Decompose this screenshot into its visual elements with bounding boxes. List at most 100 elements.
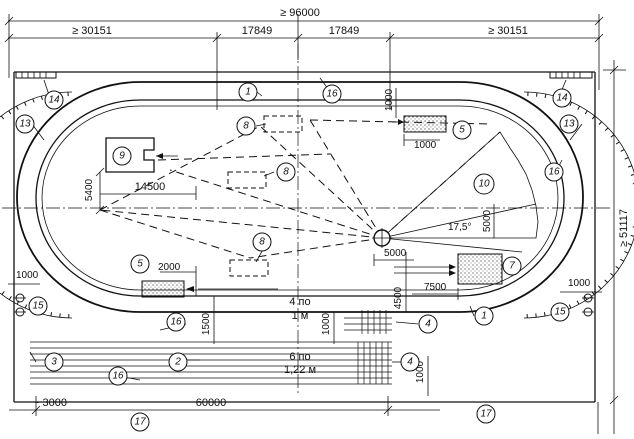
dim-7500: 7500 bbox=[424, 282, 447, 293]
stand-tick bbox=[624, 157, 629, 160]
stand-tick bbox=[24, 304, 28, 309]
callout-14-right: 14 bbox=[552, 88, 572, 108]
svg-text:8: 8 bbox=[283, 167, 289, 178]
stand-tick bbox=[8, 110, 12, 115]
svg-text:17: 17 bbox=[480, 409, 492, 420]
callout-13-right: 13 bbox=[559, 114, 579, 134]
stand-tick bbox=[544, 93, 547, 99]
stand-tick bbox=[632, 226, 634, 228]
stand-tick bbox=[50, 312, 53, 317]
stand-tick bbox=[598, 285, 602, 290]
stand-tick bbox=[568, 304, 572, 309]
callout-9: 9 bbox=[112, 146, 132, 166]
svg-text:8: 8 bbox=[259, 237, 265, 248]
stand-tick bbox=[15, 105, 19, 110]
stand-tick bbox=[577, 105, 581, 110]
stand-tick bbox=[624, 251, 629, 254]
stands-outline bbox=[0, 71, 634, 319]
right-height-dimension: ≥ 51117 bbox=[603, 60, 630, 434]
callout-1-top: 1 bbox=[238, 82, 258, 102]
svg-text:9: 9 bbox=[119, 151, 125, 162]
stand-tick bbox=[615, 141, 620, 145]
dim-overall-height: ≥ 51117 bbox=[618, 209, 630, 247]
svg-text:13: 13 bbox=[19, 119, 31, 130]
svg-text:15: 15 bbox=[554, 307, 566, 318]
running-track bbox=[16, 81, 584, 313]
stand-tick bbox=[23, 101, 27, 106]
dim-5000-horizontal: 5000 bbox=[384, 248, 407, 259]
stand-tick bbox=[615, 266, 620, 270]
callout-16-bottom: 16 bbox=[166, 312, 186, 332]
callout-15-right: 15 bbox=[550, 302, 570, 322]
light-masts bbox=[14, 293, 594, 317]
dim-2000: 2000 bbox=[158, 262, 181, 273]
dim-left-segment: ≥ 30151 bbox=[72, 25, 112, 37]
callout-17-right: 17 bbox=[476, 404, 496, 424]
callout-8-top: 8 bbox=[236, 116, 256, 136]
dim-right-segment: ≥ 30151 bbox=[488, 25, 528, 37]
callout-16-top: 16 bbox=[322, 84, 342, 104]
stand-tick bbox=[0, 115, 5, 120]
svg-text:4: 4 bbox=[407, 357, 413, 368]
track-lanes-line2: 1 м bbox=[292, 310, 309, 322]
callout-3: 3 bbox=[44, 352, 64, 372]
callout-17-left: 17 bbox=[130, 412, 150, 432]
callout-5-right: 5 bbox=[452, 120, 472, 140]
infield-facilities bbox=[99, 115, 539, 298]
callout-2: 2 bbox=[168, 352, 188, 372]
stand-tick bbox=[1, 291, 5, 295]
callout-15-left: 15 bbox=[28, 296, 48, 316]
callout-8-low: 8 bbox=[252, 232, 272, 252]
stand-tick bbox=[598, 121, 603, 125]
top-dimension-chain: ≥ 96000 ≥ 30151 17849 17849 ≥ 30151 bbox=[4, 7, 604, 110]
svg-text:5: 5 bbox=[459, 125, 465, 136]
dim-4500: 4500 bbox=[393, 286, 404, 309]
callout-14-left: 14 bbox=[44, 90, 64, 110]
stand-tick bbox=[627, 165, 633, 168]
dim-1000-mid: 1000 bbox=[321, 312, 332, 335]
stand-tick bbox=[620, 258, 625, 262]
svg-text:10: 10 bbox=[478, 179, 490, 190]
stand-tick bbox=[569, 101, 573, 106]
svg-text:8: 8 bbox=[243, 121, 249, 132]
dim-14500: 14500 bbox=[135, 181, 166, 193]
dim-left-1000: 1000 bbox=[16, 270, 39, 281]
stand-tick bbox=[627, 243, 632, 246]
callout-5-left: 5 bbox=[130, 254, 150, 274]
dim-bottom-60000: 60000 bbox=[196, 397, 227, 409]
sprint-lanes-line2: 1,22 м bbox=[284, 364, 316, 376]
svg-text:17: 17 bbox=[134, 417, 146, 428]
svg-text:1: 1 bbox=[245, 87, 251, 98]
stand-tick bbox=[584, 110, 588, 115]
callout-4-lower: 4 bbox=[400, 352, 420, 372]
stand-tick bbox=[630, 173, 634, 176]
callout-7: 7 bbox=[502, 256, 522, 276]
stand-tick bbox=[610, 272, 614, 277]
svg-text:1: 1 bbox=[481, 311, 487, 322]
svg-text:14: 14 bbox=[556, 93, 568, 104]
dim-overall-width: ≥ 96000 bbox=[280, 7, 320, 19]
stand-tick bbox=[40, 95, 43, 101]
dim-far-right-1000: 1000 bbox=[568, 278, 591, 289]
dim-top-1000: 1000 bbox=[384, 88, 395, 111]
callout-16-right: 16 bbox=[544, 162, 564, 182]
svg-text:13: 13 bbox=[563, 119, 575, 130]
callout-8-mid: 8 bbox=[276, 162, 296, 182]
svg-text:16: 16 bbox=[170, 317, 182, 328]
svg-text:3: 3 bbox=[51, 357, 57, 368]
dim-bottom-3000: ~ 3000 bbox=[33, 397, 67, 409]
sprint-lanes-line1: 6 по bbox=[289, 351, 310, 363]
stand-tick bbox=[604, 127, 609, 132]
stand-tick bbox=[604, 279, 608, 284]
svg-text:16: 16 bbox=[112, 371, 124, 382]
callout-1-right: 1 bbox=[474, 306, 494, 326]
svg-text:2: 2 bbox=[174, 357, 181, 368]
callout-10: 10 bbox=[473, 173, 495, 195]
stand-tick bbox=[576, 300, 580, 305]
inner-dimensions: 1000 1000 5400 14500 2000 5000 17,5° 500… bbox=[8, 88, 602, 396]
dim-center-left: 17849 bbox=[242, 25, 273, 37]
stand-tick bbox=[543, 312, 546, 317]
stand-tick bbox=[610, 134, 615, 138]
dim-right-1000: 1000 bbox=[414, 140, 437, 151]
